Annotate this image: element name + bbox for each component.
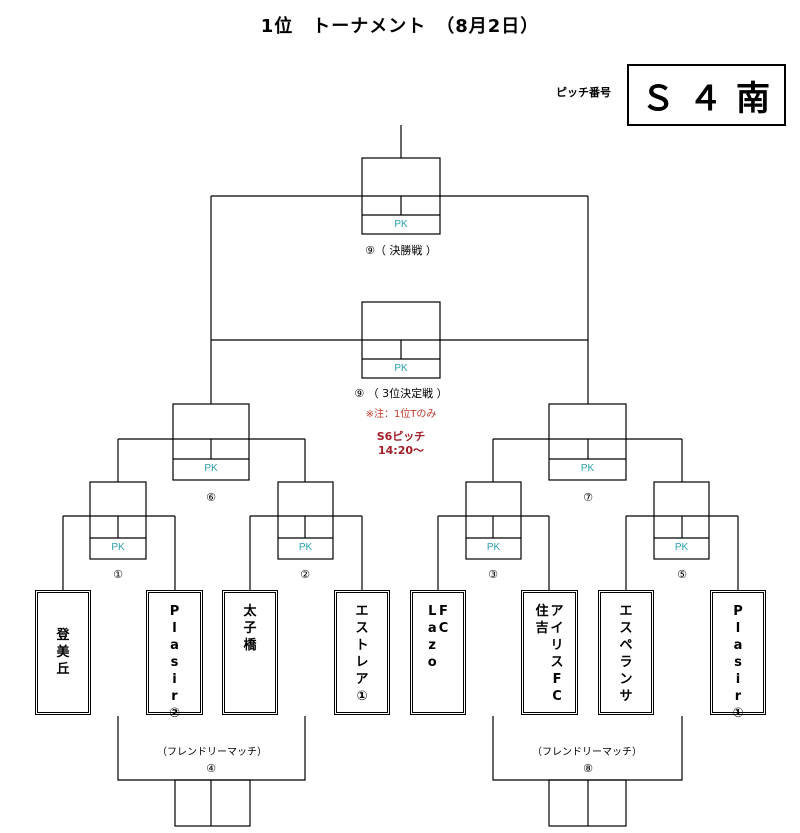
s6-pitch-note: S6ピッチ [376,430,426,443]
match3-box [465,481,522,560]
third-place-note: ※注：1位Tのみ [365,409,437,420]
match2-label: ② [300,568,310,581]
match2-pk-label: PK [298,542,313,553]
s6-time-note: 14:20～ [377,444,424,457]
final-label: ⑨（ 決勝戦 ） [365,244,437,257]
match5-box [653,481,710,560]
final-pk-label: PK [394,219,408,230]
match1-label: ① [113,568,123,581]
match5-pk-label: PK [674,542,689,553]
match6-label: ⑥ [206,491,216,504]
friendly-right-number: ⑧ [583,762,593,775]
team-box-taishibashi: 太子橋 [222,590,278,715]
friendly-left-number: ④ [206,762,216,775]
match5-label: ⑤ [677,568,687,581]
match6-pk-label: PK [204,463,218,474]
match2-box [277,481,334,560]
third-place-label: ⑨ （ 3位決定戦 ） [354,387,448,400]
match6-box [172,403,250,481]
team-box-tomioka: 登美丘 [35,590,91,715]
match7-box [548,403,627,481]
match7-pk-label: PK [580,463,595,474]
team-name: 太子橋 [243,604,257,653]
friendly-left-label: （フレンドリーマッチ） [157,747,267,758]
team-name: 登美丘 [56,628,70,677]
match1-pk-label: PK [111,542,125,553]
friendly4-box [174,779,251,827]
match3-label: ③ [488,568,498,581]
pitch-number-label: ピッチ番号 [556,86,611,99]
team-box-esperanza: エスペランサ [598,590,654,715]
friendly-right-label: （フレンドリーマッチ） [532,747,642,758]
page-title: 1位 トーナメント （8月2日） [260,16,540,37]
third-place-pk-label: PK [394,363,408,374]
match3-pk-label: PK [486,542,501,553]
team-name: エスペランサ [619,604,633,704]
pitch-number-value: Ｓ ４ 南 [627,64,786,126]
match7-label: ⑦ [583,491,593,504]
team-name: 住吉 [535,604,549,636]
match1-box [89,481,147,560]
